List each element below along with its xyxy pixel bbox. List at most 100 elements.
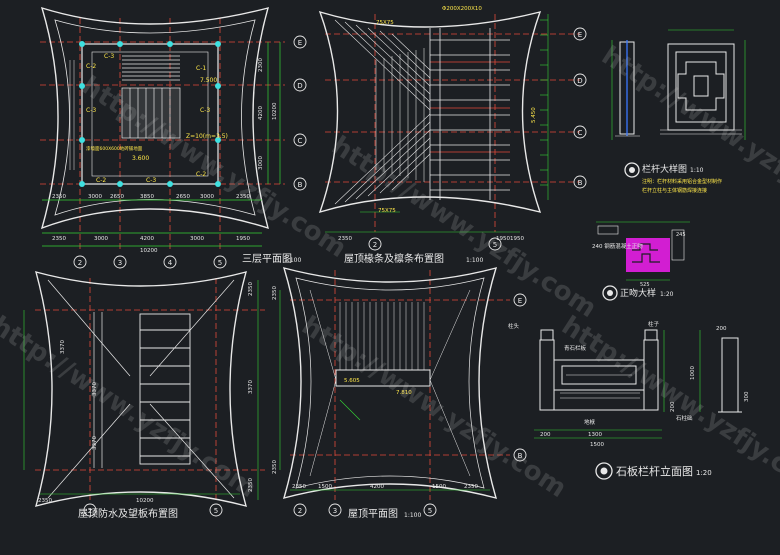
grid-roof-b: B bbox=[518, 452, 523, 460]
roof-waterproof-layout: 3370 3370 3370 2350 3370 2350 2350 10200… bbox=[23, 271, 265, 520]
dim-plan3-b2: 2650 bbox=[110, 194, 124, 200]
dim-plan3-m3: 3000 bbox=[190, 236, 204, 242]
label-plinth: 石柱础 bbox=[676, 414, 693, 422]
dim-sr-r2: 200 bbox=[670, 401, 676, 412]
grid-roof-3: 3 bbox=[333, 507, 337, 515]
grid-d: D bbox=[297, 82, 302, 90]
dim-wp-right2: 2350 bbox=[248, 478, 254, 492]
scale-third-floor-plan: 1:100 bbox=[284, 257, 301, 264]
grid-5: 5 bbox=[218, 259, 222, 267]
elev-roof-5605: 5.605 bbox=[344, 378, 360, 384]
label-c2-c: C-2 bbox=[196, 171, 206, 178]
dim-plan3-m0: 2350 bbox=[52, 236, 66, 242]
scale-roof-rafter: 1:100 bbox=[466, 257, 483, 264]
title-railing: 栏杆大样图 bbox=[642, 163, 687, 175]
grid-wp-2: 2 bbox=[88, 507, 92, 515]
dim-sr-b0: 200 bbox=[540, 432, 551, 438]
watermark-3: http://www.yzfjy.com bbox=[0, 311, 261, 504]
dim-wp-right1: 3370 bbox=[248, 380, 254, 394]
dim-wp-b0: 2350 bbox=[38, 498, 52, 504]
note-railing-2: 栏杆立柱与主体钢筋焊接连接 bbox=[642, 187, 707, 194]
watermark-6: http://www.yzfjy.com bbox=[596, 41, 780, 234]
dim-sr-r3: 300 bbox=[744, 391, 750, 402]
grid-rafter-5: 5 bbox=[493, 241, 497, 249]
title-third-floor-plan: 三层平面图 bbox=[242, 253, 292, 265]
scale-roof-plan: 1:100 bbox=[404, 512, 421, 519]
roof-rafter-layout: 75X75 Φ200X200X10 5.450 75X75 2350 1950 … bbox=[318, 6, 587, 265]
label-c3-a: C-3 bbox=[104, 53, 114, 60]
label-c1: C-1 bbox=[196, 65, 206, 72]
grid-wp-5: 5 bbox=[214, 507, 218, 515]
dim-roof-b3: 1500 bbox=[432, 484, 446, 490]
dim-plan3-b0: 2350 bbox=[52, 194, 66, 200]
note-z: Z=10(m=3.5) bbox=[186, 133, 228, 140]
dim-plan3-b6: 2350 bbox=[236, 194, 250, 200]
grid-rafter-2: 2 bbox=[373, 241, 377, 249]
label-c3-c: C-3 bbox=[146, 177, 156, 184]
grid-c: C bbox=[298, 137, 303, 145]
label-column: 柱子 bbox=[648, 320, 660, 328]
grid-e: E bbox=[298, 39, 302, 47]
grid-rafter-e: E bbox=[578, 31, 582, 39]
title-roof-waterproof: 屋顶防水及望板布置图 bbox=[78, 507, 178, 520]
title-stone-railing: 石板栏杆立面图 bbox=[616, 464, 693, 478]
stone-railing-elevation: 柱头 柱子 青石栏板 地栿 石柱础 200 1300 1500 200 1000… bbox=[508, 320, 750, 480]
dim-plan3-b5: 3000 bbox=[200, 194, 214, 200]
label-c2-a: C-2 bbox=[86, 63, 96, 70]
label-phi200: Φ200X200X10 bbox=[442, 6, 482, 12]
label-base: 地栿 bbox=[584, 418, 596, 426]
label-75x75-bottom: 75X75 bbox=[378, 208, 396, 214]
label-c2-b: C-2 bbox=[96, 177, 106, 184]
dim-wp-b1: 10200 bbox=[136, 498, 154, 504]
dim-plan3-r3: 10200 bbox=[272, 102, 278, 120]
grid-b: B bbox=[298, 181, 303, 189]
dim-rafter-b0: 2350 bbox=[338, 236, 352, 242]
dim-roof-b1: 1500 bbox=[318, 484, 332, 490]
dim-plan3-b1: 3000 bbox=[88, 194, 102, 200]
dim-rafter-b2: 1950 bbox=[510, 236, 524, 242]
watermark-1: http://www.yzfjy.com bbox=[76, 71, 351, 264]
note-railing-1: 注明：栏杆材料采用铝合金型材制作 bbox=[642, 178, 722, 185]
dim-plan3-m2: 4200 bbox=[140, 236, 154, 242]
label-c3-d: C-3 bbox=[200, 107, 210, 114]
dim-ridge-1: 525 bbox=[640, 282, 650, 288]
note-floor: 漆墙面600X600地砖铺地面 bbox=[86, 145, 143, 152]
dim-wp-left1: 3370 bbox=[92, 382, 98, 396]
watermark-4: http://www.yzfjy.com bbox=[296, 311, 571, 504]
dim-roof-l1: 2350 bbox=[272, 460, 278, 474]
dim-plan3-r0: 2300 bbox=[258, 58, 264, 72]
label-5450: 5.450 bbox=[531, 107, 537, 123]
dim-sr-b1: 1300 bbox=[588, 432, 602, 438]
dim-sr-r1: 1000 bbox=[690, 366, 696, 380]
dim-wp-left2: 3370 bbox=[92, 436, 98, 450]
scale-stone-railing: 1:20 bbox=[696, 469, 712, 477]
label-75x75-top: 75X75 bbox=[376, 20, 394, 26]
grid-roof-2: 2 bbox=[298, 507, 302, 515]
dim-roof-b4: 2350 bbox=[464, 484, 478, 490]
roof-plan: 5.605 7.810 2350 1500 4200 1500 2350 235… bbox=[272, 267, 527, 520]
dim-roof-b2: 4200 bbox=[370, 484, 384, 490]
ridge-ornament-detail: 240 钢筋混凝土正吻 245 525 正吻大样 1:20 bbox=[592, 221, 690, 301]
dim-roof-b0: 2350 bbox=[292, 484, 306, 490]
dim-plan3-m1: 3000 bbox=[94, 236, 108, 242]
grid-rafter-c: C bbox=[578, 129, 583, 137]
scale-ridge: 1:20 bbox=[660, 291, 674, 298]
grid-4: 4 bbox=[168, 259, 173, 267]
dim-plan3-m4: 1950 bbox=[236, 236, 250, 242]
grid-2: 2 bbox=[78, 259, 82, 267]
dim-plan3-b4: 2650 bbox=[176, 194, 190, 200]
grid-3: 3 bbox=[118, 259, 122, 267]
railing-detail: 栏杆大样图 1:10 注明：栏杆材料采用铝合金型材制作 栏杆立柱与主体钢筋焊接连… bbox=[611, 29, 746, 194]
elev-roof-7810: 7.810 bbox=[396, 390, 412, 396]
third-floor-plan: C-2 C-3 C-3 C-2 C-1 C-3 C-2 C-3 7.500 3.… bbox=[40, 6, 307, 269]
label-ridge: 240 钢筋混凝土正吻 bbox=[592, 242, 643, 250]
dim-sr-r0: 200 bbox=[716, 326, 727, 332]
dim-ridge-0: 245 bbox=[676, 232, 686, 238]
label-stone-panel: 青石栏板 bbox=[564, 344, 587, 352]
grid-roof-e: E bbox=[518, 297, 522, 305]
dim-roof-l0: 2350 bbox=[272, 286, 278, 300]
title-roof-plan: 屋顶平面图 bbox=[348, 508, 398, 520]
dim-wp-left0: 3370 bbox=[60, 340, 66, 354]
grid-rafter-b: B bbox=[578, 179, 583, 187]
label-column-head: 柱头 bbox=[508, 322, 520, 330]
